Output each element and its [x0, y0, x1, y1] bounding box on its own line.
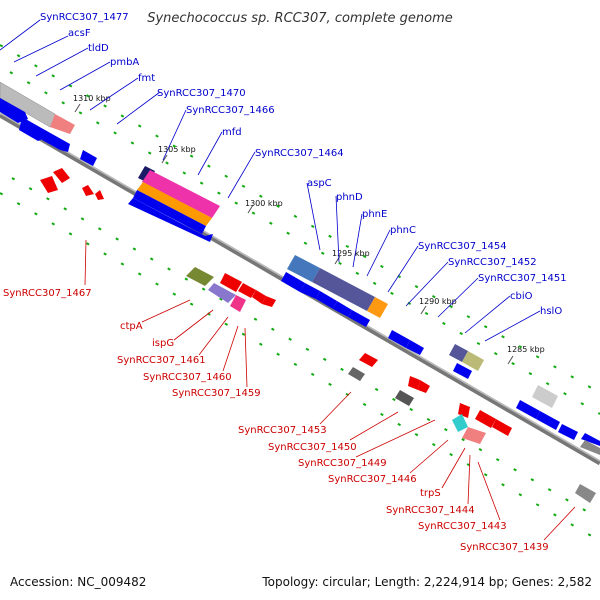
forward-gene-label: SynRCC307_1470 [157, 88, 246, 99]
tick-label: 1310 kbp [73, 94, 111, 103]
forward-gene-label: tldD [88, 43, 109, 54]
reverse-gene-label: SynRCC307_1453 [238, 425, 327, 436]
kbp-ticks: 1310 kbp 1305 kbp 1300 kbp 1295 kbp 1290… [73, 94, 545, 365]
forward-gene-label: SynRCC307_1477 [40, 12, 129, 23]
reverse-gene-label: trpS [420, 488, 441, 499]
reverse-gene-label: ctpA [120, 321, 143, 332]
forward-gene-label: phnE [362, 209, 387, 220]
reverse-gene-label: SynRCC307_1461 [117, 355, 206, 366]
forward-features [0, 81, 600, 455]
tick-label: 1290 kbp [419, 297, 457, 306]
forward-gene-label: SynRCC307_1452 [448, 257, 537, 268]
forward-gene-label: pmbA [110, 57, 139, 68]
reverse-gene-label: SynRCC307_1446 [328, 474, 417, 485]
reverse-gene-label: ispG [152, 338, 174, 349]
forward-gene-label: hslO [540, 306, 562, 317]
reverse-gene-label: SynRCC307_1467 [3, 288, 92, 299]
forward-gene-label: phnD [336, 192, 363, 203]
reverse-gene-label: SynRCC307_1444 [386, 505, 475, 516]
forward-gene-label: aspC [307, 178, 332, 189]
tick-label: 1305 kbp [158, 145, 196, 154]
map-title: Synechococcus sp. RCC307, complete genom… [147, 11, 453, 26]
forward-gene-label: cbiO [510, 291, 533, 302]
reverse-gene-label: SynRCC307_1460 [143, 372, 232, 383]
forward-gene-label: SynRCC307_1454 [418, 241, 507, 252]
track-dots [0, 44, 600, 542]
forward-gene-label: acsF [68, 28, 91, 39]
forward-gene-label: SynRCC307_1466 [186, 105, 275, 116]
reverse-gene-label: SynRCC307_1443 [418, 521, 507, 532]
forward-labels [0, 19, 541, 342]
forward-gene-label: SynRCC307_1464 [255, 148, 344, 159]
reverse-gene-label: SynRCC307_1449 [298, 458, 387, 469]
genome-summary-text: Topology: circular; Length: 2,224,914 bp… [261, 575, 592, 589]
reverse-gene-label: SynRCC307_1450 [268, 442, 357, 453]
tick-label: 1300 kbp [245, 199, 283, 208]
reverse-labels [84, 239, 576, 541]
reverse-features [40, 168, 596, 503]
accession-text: Accession: NC_009482 [10, 575, 146, 589]
reverse-gene-label: SynRCC307_1439 [460, 542, 549, 553]
forward-gene-label: phnC [390, 225, 416, 236]
forward-gene-label: mfd [222, 127, 242, 138]
forward-gene-label: fmt [138, 73, 155, 84]
reverse-gene-label: SynRCC307_1459 [172, 388, 261, 399]
forward-gene-label: SynRCC307_1451 [478, 273, 567, 284]
tick-label: 1295 kbp [332, 249, 370, 258]
tick-label: 1285 kbp [507, 345, 545, 354]
